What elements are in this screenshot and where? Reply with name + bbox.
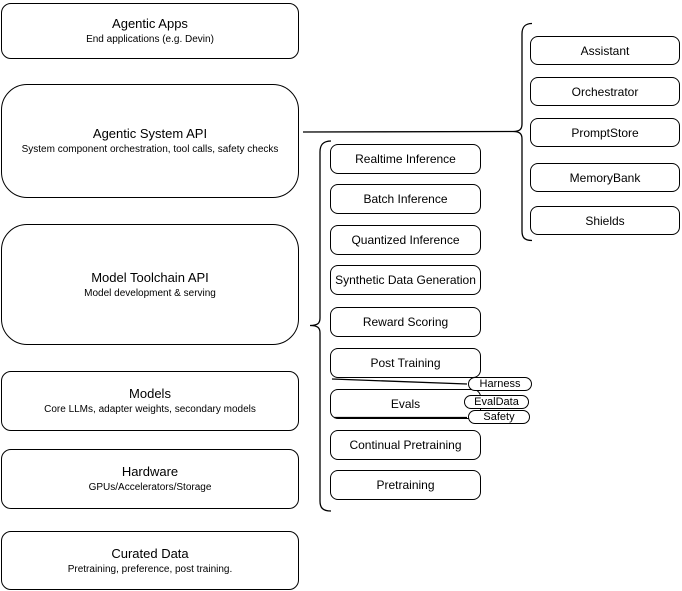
item-synthetic-data-generation: Synthetic Data Generation bbox=[330, 265, 481, 295]
box-subtitle: End applications (e.g. Devin) bbox=[86, 34, 214, 45]
item-realtime-inference: Realtime Inference bbox=[330, 144, 481, 174]
component-assistant: Assistant bbox=[530, 36, 680, 65]
box-model-toolchain-api: Model Toolchain API Model development & … bbox=[1, 224, 299, 345]
item-batch-inference: Batch Inference bbox=[330, 184, 481, 214]
box-title: Model Toolchain API bbox=[91, 269, 209, 285]
box-title: Models bbox=[129, 386, 171, 401]
item-reward-scoring: Reward Scoring bbox=[330, 307, 481, 337]
brace-toolchain-group bbox=[309, 140, 332, 512]
box-title: Agentic Apps bbox=[112, 16, 188, 31]
box-subtitle: System component orchestration, tool cal… bbox=[21, 144, 279, 155]
component-shields: Shields bbox=[530, 206, 680, 235]
connector-system-api-to-components bbox=[302, 130, 514, 133]
badge-harness: Harness bbox=[468, 377, 532, 391]
badge-safety: Safety bbox=[468, 410, 530, 424]
box-subtitle: Pretraining, preference, post training. bbox=[67, 563, 233, 575]
box-curated-data: Curated Data Pretraining, preference, po… bbox=[1, 531, 299, 590]
item-post-training: Post Training bbox=[330, 348, 481, 378]
component-orchestrator: Orchestrator bbox=[530, 77, 680, 106]
box-title: Hardware bbox=[121, 464, 179, 479]
box-hardware: Hardware GPUs/Accelerators/Storage bbox=[1, 449, 299, 509]
box-subtitle: GPUs/Accelerators/Storage bbox=[88, 482, 212, 493]
box-title: Agentic System API bbox=[92, 126, 208, 141]
component-promptstore: PromptStore bbox=[530, 118, 680, 147]
item-continual-pretraining: Continual Pretraining bbox=[330, 430, 481, 460]
box-subtitle: Model development & serving bbox=[84, 287, 216, 299]
box-agentic-system-api: Agentic System API System component orch… bbox=[1, 84, 299, 198]
box-models: Models Core LLMs, adapter weights, secon… bbox=[1, 371, 299, 431]
badge-evaldata: EvalData bbox=[464, 395, 529, 409]
connector-evals-to-harness bbox=[331, 378, 468, 385]
item-quantized-inference: Quantized Inference bbox=[330, 225, 481, 255]
box-title: Curated Data bbox=[111, 545, 189, 561]
item-pretraining: Pretraining bbox=[330, 470, 481, 500]
item-evals: Evals bbox=[330, 389, 481, 419]
box-subtitle: Core LLMs, adapter weights, secondary mo… bbox=[44, 404, 256, 415]
component-memorybank: MemoryBank bbox=[530, 163, 680, 192]
box-agentic-apps: Agentic Apps End applications (e.g. Devi… bbox=[1, 3, 299, 59]
